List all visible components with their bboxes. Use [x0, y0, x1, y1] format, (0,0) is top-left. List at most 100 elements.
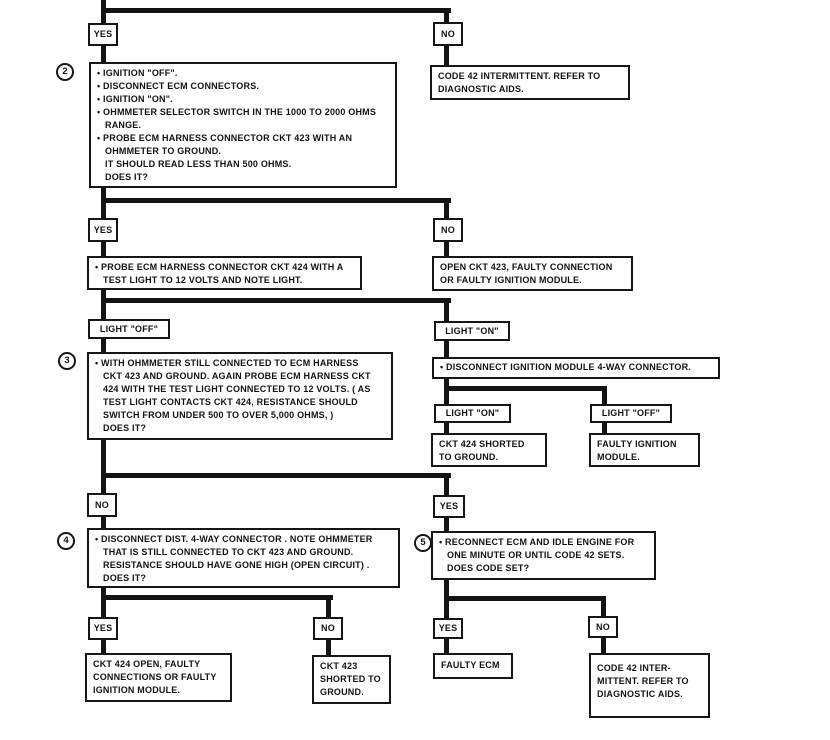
step-4-number: 4 — [57, 532, 75, 550]
result-line: GROUND. — [320, 687, 364, 697]
result-line: TO GROUND. — [439, 452, 499, 462]
decision-no-1: NO — [433, 22, 463, 46]
result-line: DIAGNOSTIC AIDS. — [597, 689, 683, 699]
connector-line — [444, 44, 449, 66]
instruction-line: ONE MINUTE OR UNTIL CODE 42 SETS. — [447, 550, 625, 560]
instruction-line: • WITH OHMMETER STILL CONNECTED TO ECM H… — [95, 358, 359, 368]
connector-line — [444, 516, 449, 533]
step-3-number: 3 — [58, 352, 76, 370]
instruction-line: DOES IT? — [105, 172, 149, 182]
connector-line — [101, 595, 333, 600]
connector-line — [444, 596, 606, 601]
connector-line — [101, 337, 106, 353]
result-line: CODE 42 INTER- — [597, 663, 671, 673]
instruction-line: OHMMETER TO GROUND. — [105, 146, 222, 156]
connector-line — [101, 8, 451, 13]
result-line: SHORTED TO — [320, 674, 381, 684]
decision-label: YES — [439, 501, 459, 511]
step-5-instructions-box: • RECONNECT ECM AND IDLE ENGINE FOR ONE … — [431, 531, 656, 580]
connector-line — [444, 377, 449, 406]
decision-label: YES — [93, 224, 113, 235]
result-ckt-424-open: CKT 424 OPEN, FAULTY CONNECTIONS OR FAUL… — [85, 653, 232, 702]
decision-no-3: NO — [87, 493, 117, 517]
instruction-line: SWITCH FROM UNDER 500 TO OVER 5,000 OHMS… — [103, 410, 334, 420]
step-5-number: 5 — [414, 534, 432, 552]
decision-yes-4: YES — [88, 617, 118, 640]
decision-label: NO — [441, 224, 455, 235]
decision-label: LIGHT "OFF" — [601, 408, 661, 418]
instruction-line: RESISTANCE SHOULD HAVE GONE HIGH (OPEN C… — [103, 560, 370, 570]
decision-yes-1: YES — [88, 23, 118, 46]
probe-ckt-424-box: • PROBE ECM HARNESS CONNECTOR CKT 424 WI… — [87, 256, 362, 290]
connector-line — [101, 639, 106, 655]
decision-label: YES — [93, 623, 113, 633]
connector-line — [444, 421, 449, 435]
decision-label: NO — [596, 621, 610, 632]
connector-line — [101, 473, 451, 478]
instruction-line: TEST LIGHT CONTACTS CKT 424, RESISTANCE … — [103, 397, 358, 407]
connector-line — [602, 386, 607, 406]
step-3-instructions-box: • WITH OHMMETER STILL CONNECTED TO ECM H… — [87, 352, 393, 440]
connector-line — [444, 298, 449, 323]
connector-line — [101, 515, 106, 530]
connector-line — [444, 638, 449, 654]
connector-line — [101, 438, 106, 495]
result-line: CKT 424 OPEN, FAULTY — [93, 659, 201, 669]
decision-label: YES — [438, 623, 458, 633]
result-line: CKT 424 SHORTED — [439, 439, 525, 449]
result-line: CODE 42 INTERMITTENT. REFER TO — [438, 71, 601, 81]
result-line: IGNITION MODULE. — [93, 685, 181, 695]
connector-line — [444, 473, 449, 497]
result-line: CKT 423 — [320, 661, 358, 671]
connector-line — [101, 198, 451, 203]
result-ckt-423-shorted: CKT 423 SHORTED TO GROUND. — [312, 655, 391, 704]
decision-label: YES — [93, 29, 113, 39]
instruction-line: DOES CODE SET? — [447, 563, 530, 573]
step-4-instructions-box: • DISCONNECT DIST. 4-WAY CONNECTOR . NOT… — [87, 528, 400, 588]
instruction-line: TEST LIGHT TO 12 VOLTS AND NOTE LIGHT. — [103, 275, 303, 285]
instruction-line: • PROBE ECM HARNESS CONNECTOR CKT 423 WI… — [97, 133, 353, 143]
instruction-line: • IGNITION "OFF". — [97, 68, 178, 78]
instruction-line: IT SHOULD READ LESS THAN 500 OHMS. — [105, 159, 292, 169]
result-line: MODULE. — [597, 452, 640, 462]
decision-yes-2: YES — [88, 218, 118, 242]
step-2-instructions-box: • IGNITION "OFF". • DISCONNECT ECM CONNE… — [89, 62, 397, 188]
step-2-number: 2 — [56, 63, 74, 81]
decision-label: LIGHT "ON" — [445, 408, 500, 418]
result-line: CONNECTIONS OR FAULTY — [93, 672, 217, 682]
instruction-line: DOES IT? — [103, 573, 147, 583]
decision-yes-5: YES — [433, 618, 463, 639]
decision-label: NO — [321, 623, 335, 633]
result-line: FAULTY IGNITION — [597, 439, 677, 449]
instruction-line: 424 WITH THE TEST LIGHT CONNECTED TO 12 … — [103, 384, 371, 394]
decision-light-on-2: LIGHT "ON" — [434, 404, 511, 423]
instruction-line: • DISCONNECT IGNITION MODULE 4-WAY CONNE… — [440, 362, 692, 372]
instruction-line: THAT IS STILL CONNECTED TO CKT 423 AND G… — [103, 547, 354, 557]
decision-label: NO — [441, 28, 455, 39]
result-open-ckt-423: OPEN CKT 423, FAULTY CONNECTION OR FAULT… — [432, 256, 633, 291]
connector-line — [101, 586, 106, 618]
instruction-line: • IGNITION "ON". — [97, 94, 173, 104]
result-faulty-ecm: FAULTY ECM — [433, 653, 513, 679]
decision-label: LIGHT "OFF" — [99, 323, 159, 334]
connector-line — [444, 386, 607, 391]
connector-line — [444, 8, 449, 23]
instruction-line: • OHMMETER SELECTOR SWITCH IN THE 1000 T… — [97, 107, 377, 117]
connector-line — [444, 198, 449, 219]
result-ckt-424-shorted: CKT 424 SHORTED TO GROUND. — [431, 433, 547, 467]
instruction-line: • DISCONNECT DIST. 4-WAY CONNECTOR . NOT… — [95, 534, 373, 544]
decision-label: LIGHT "ON" — [445, 325, 499, 336]
result-code-42-intermittent-top: CODE 42 INTERMITTENT. REFER TO DIAGNOSTI… — [430, 65, 630, 100]
decision-light-on-1: LIGHT "ON" — [434, 321, 510, 341]
instruction-line: • PROBE ECM HARNESS CONNECTOR CKT 424 WI… — [95, 262, 344, 272]
result-line: OR FAULTY IGNITION MODULE. — [440, 275, 582, 285]
result-line: MITTENT. REFER TO — [597, 676, 689, 686]
instruction-line: CKT 423 AND GROUND. AGAIN PROBE ECM HARN… — [103, 371, 371, 381]
connector-line — [326, 639, 331, 657]
result-faulty-ignition-module: FAULTY IGNITION MODULE. — [589, 433, 700, 467]
connector-line — [601, 637, 606, 654]
instruction-line: RANGE. — [105, 120, 142, 130]
decision-light-off-2: LIGHT "OFF" — [590, 404, 672, 423]
decision-no-5: NO — [588, 616, 618, 638]
